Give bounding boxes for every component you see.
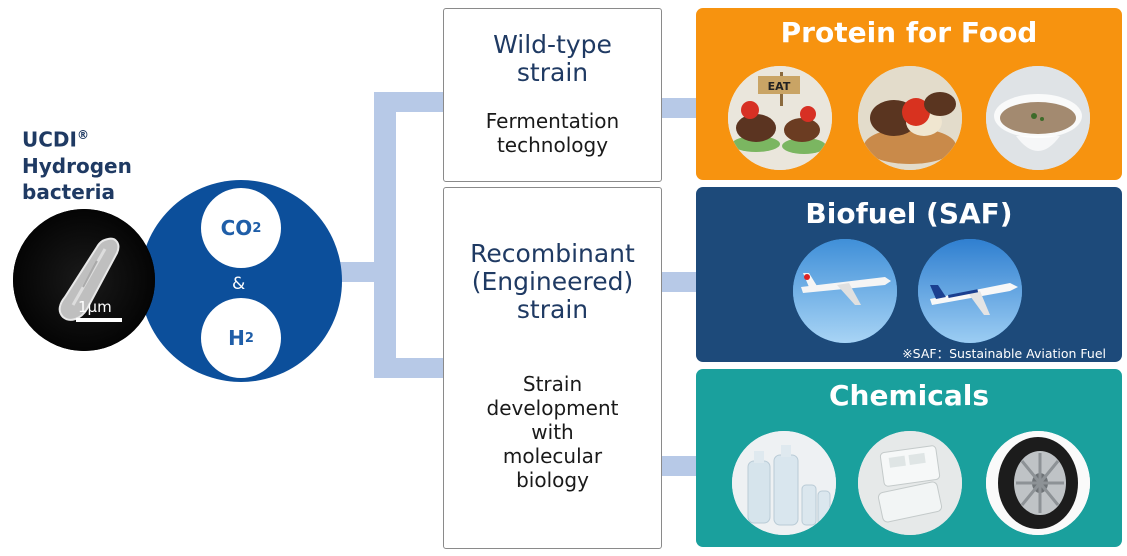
connector-to-chemicals (660, 456, 700, 476)
wild-type-strain-box: Wild-type strain Fermentation technology (443, 8, 662, 182)
airplane-photo-2 (918, 239, 1022, 343)
connector-to-wild (374, 92, 446, 112)
connector-horizontal-main (340, 262, 380, 282)
tire-photo (986, 431, 1090, 535)
plastic-containers-photo (858, 431, 962, 535)
food-photo-burger (858, 66, 962, 170)
food-panel: Protein for Food EAT (696, 8, 1122, 180)
biofuel-panel: Biofuel (SAF) ※SAF：Sustainable Aviation … (696, 187, 1122, 362)
connector-to-food (660, 98, 700, 118)
food-photo-soup (986, 66, 1090, 170)
bacteria-micrograph (13, 209, 155, 351)
chemicals-panel: Chemicals (696, 369, 1122, 547)
biofuel-title: Biofuel (SAF) (805, 197, 1013, 230)
bottles-photo (732, 431, 836, 535)
eat-sign-text: EAT (768, 80, 791, 93)
food-photo-slider: EAT (728, 66, 832, 170)
airplane-photo-1 (793, 239, 897, 343)
hydrogen-bacteria-title: UCDI® Hydrogen bacteria (22, 127, 132, 204)
recombinant-strain-box: Recombinant (Engineered) strain Strain d… (443, 187, 662, 549)
saf-footnote: ※SAF：Sustainable Aviation Fuel (902, 346, 1106, 361)
scale-label: 1μm (78, 298, 112, 316)
food-title: Protein for Food (780, 16, 1038, 49)
chemicals-title: Chemicals (828, 379, 989, 412)
scale-bar (76, 318, 122, 322)
connector-vertical (374, 92, 396, 378)
connector-to-recombinant (374, 358, 446, 378)
connector-to-fuel (660, 272, 700, 292)
ampersand: & (232, 274, 246, 294)
